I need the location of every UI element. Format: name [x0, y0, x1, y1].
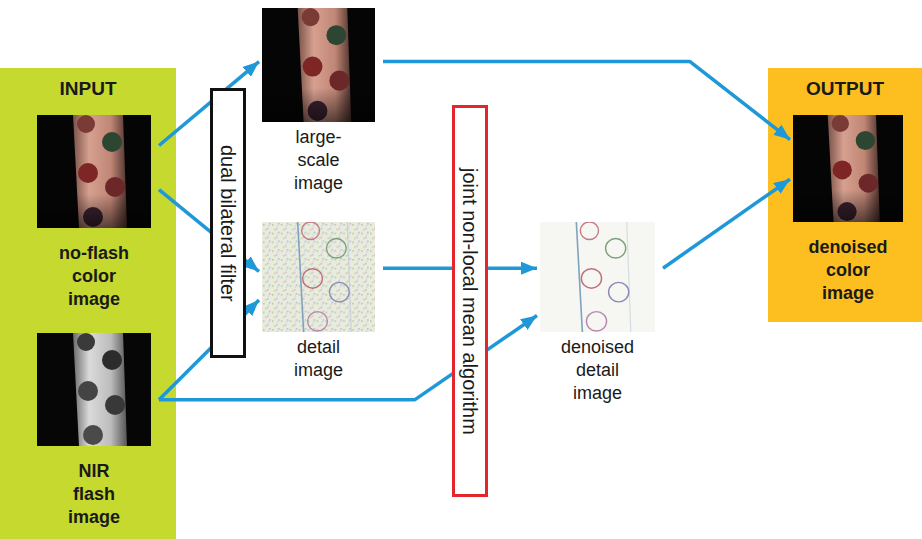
image-thumbnail: [262, 222, 375, 332]
image-node: detail image: [262, 222, 375, 382]
thumbnail-picture: [262, 222, 375, 332]
thumbnail-image: [540, 222, 655, 332]
image-label: denoised detail image: [554, 336, 642, 405]
thumbnail-image: [262, 8, 375, 122]
panel-box: INPUT no-flash color imageNIR flash image: [0, 68, 176, 539]
thumbnail-image: [37, 333, 151, 446]
image-node: no-flash color image: [37, 115, 151, 311]
image-thumbnail: [540, 222, 655, 332]
image-label: no-flash color image: [52, 232, 136, 311]
image-node: large- scale image: [262, 8, 375, 195]
image-thumbnail: [37, 115, 151, 228]
image-label: NIR flash image: [61, 450, 127, 529]
output-panel-fill: [768, 68, 922, 322]
thumbnail-picture: [793, 115, 903, 222]
thumbnail-picture: [37, 115, 151, 228]
image-node: NIR flash image: [37, 333, 151, 529]
filter-box: joint non-local mean algorithm: [452, 105, 488, 497]
thumbnail-picture: [37, 333, 151, 446]
thumbnail-image: [37, 115, 151, 228]
image-thumbnail: [793, 115, 903, 222]
input-panel-fill: [0, 68, 176, 539]
thumbnail-picture: [262, 8, 375, 122]
panel-title: OUTPUT: [768, 68, 922, 100]
image-node: denoised color image: [793, 115, 903, 305]
image-label: denoised color image: [806, 226, 890, 305]
filter-label: joint non-local mean algorithm: [459, 168, 481, 435]
filter-box: dual bilateral filter: [210, 88, 246, 358]
thumbnail-picture: [540, 222, 655, 332]
image-thumbnail: [262, 8, 375, 122]
filter-label: dual bilateral filter: [217, 145, 239, 302]
image-label: large- scale image: [283, 126, 355, 195]
flow-arrow: [383, 62, 790, 140]
panel-title: INPUT: [0, 68, 176, 100]
flow-arrow: [663, 179, 790, 268]
panel-box: OUTPUT denoised color image: [768, 68, 922, 322]
image-thumbnail: [37, 333, 151, 446]
thumbnail-image: [262, 222, 375, 332]
image-label: detail image: [288, 336, 350, 382]
thumbnail-image: [793, 115, 903, 222]
image-node: denoised detail image: [540, 222, 655, 405]
